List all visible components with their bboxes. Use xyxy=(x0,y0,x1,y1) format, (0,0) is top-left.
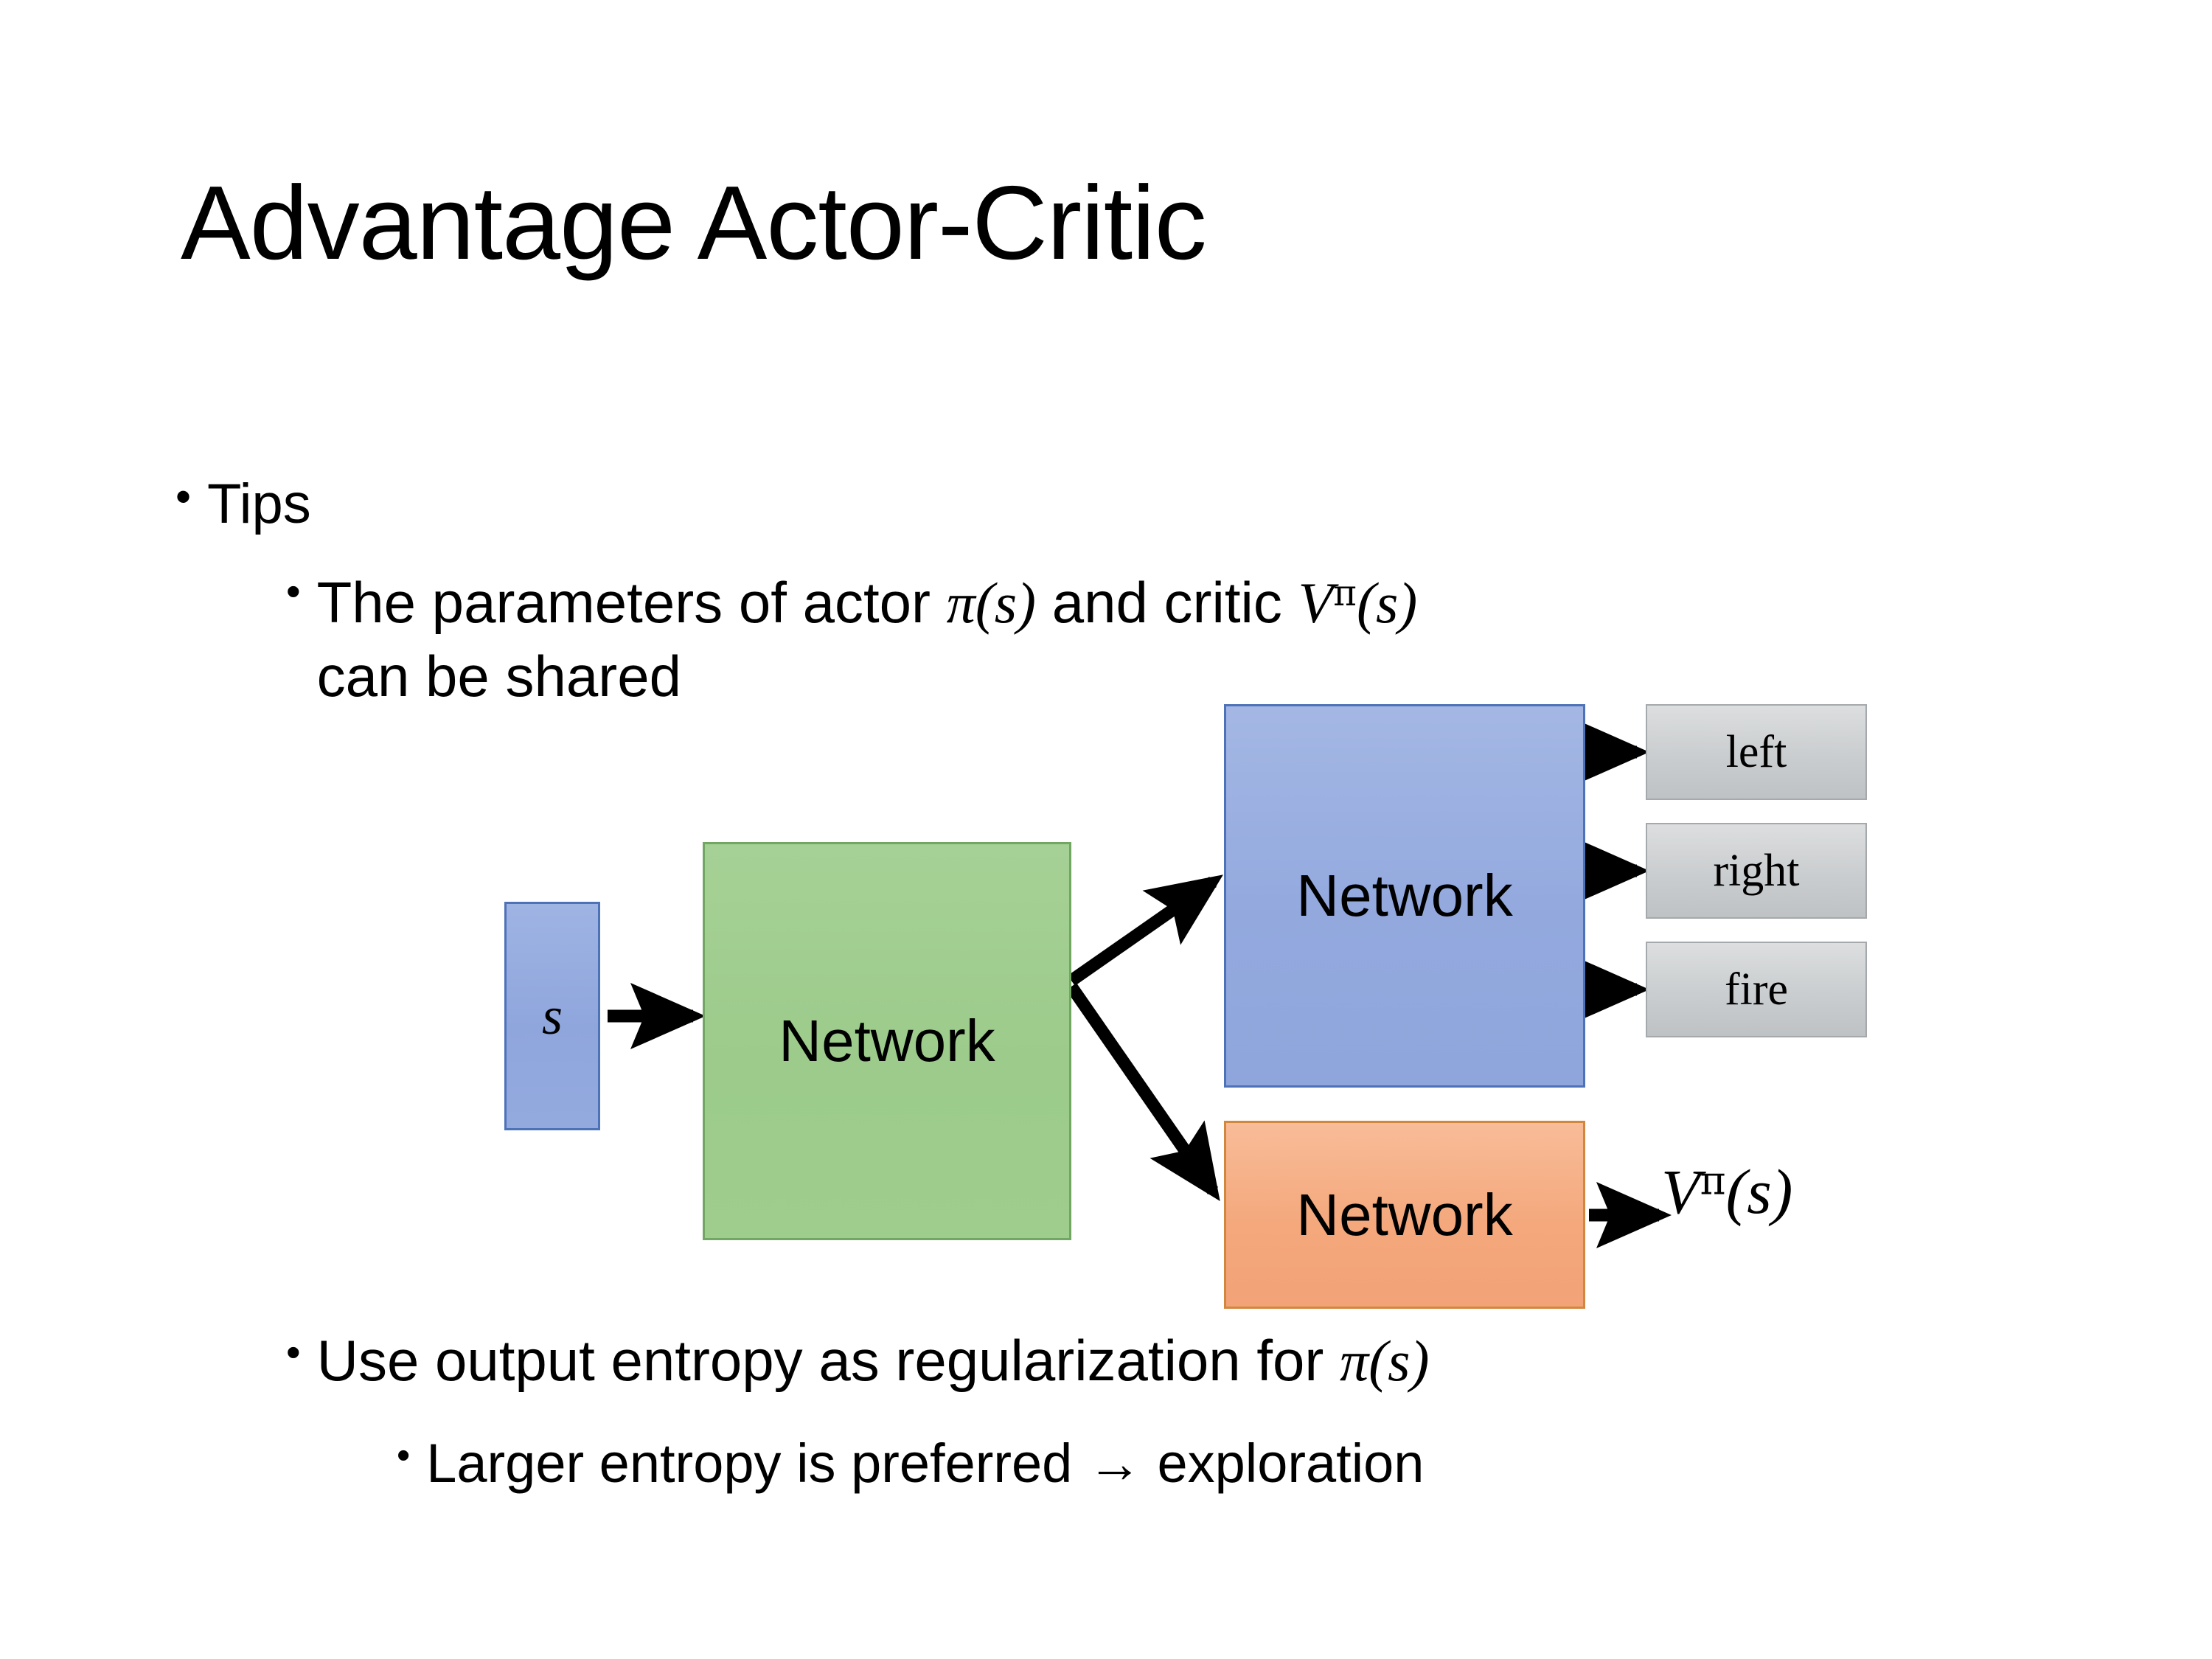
math-critic-argument: (s) xyxy=(1356,571,1418,635)
page-title: Advantage Actor-Critic xyxy=(181,164,1207,282)
math-critic-base: V xyxy=(1298,571,1334,635)
action-output-left: left xyxy=(1646,704,1867,800)
bullet-larger-entropy-label: Larger entropy is preferred → exploratio… xyxy=(426,1433,1425,1494)
arrow-shared-to-actor xyxy=(1068,874,1223,986)
math-critic-superscript: π xyxy=(1333,572,1357,614)
critic-network-label: Network xyxy=(1296,1181,1513,1248)
bullet-larger-entropy: • Larger entropy is preferred → explorat… xyxy=(397,1432,2093,1495)
bullet-shared-parameters: • The parameters of actor π(s) and criti… xyxy=(286,566,1982,714)
critic-output-argument: (s) xyxy=(1725,1156,1793,1227)
bullet-entropy-regularization: • Use output entropy as regularization f… xyxy=(286,1327,2056,1394)
actor-network-label: Network xyxy=(1296,863,1513,928)
bullet-marker-icon: • xyxy=(286,1329,301,1375)
math-critic-v-pi-s: Vπ(s) xyxy=(1298,571,1418,635)
action-output-fire: fire xyxy=(1646,942,1867,1037)
math-actor-pi-s: π(s) xyxy=(1340,1329,1430,1393)
bullet-tips: • Tips xyxy=(175,472,311,536)
actor-network-box: Network xyxy=(1224,704,1585,1088)
shared-network-box: Network xyxy=(703,842,1071,1240)
bullet-marker-icon: • xyxy=(175,472,192,521)
state-input-label: s xyxy=(541,986,563,1046)
bullet-marker-icon: • xyxy=(397,1434,411,1477)
params-text-before: The parameters of actor xyxy=(316,570,947,635)
shared-network-label: Network xyxy=(779,1008,995,1074)
entropy-text-before: Use output entropy as regularization for xyxy=(316,1328,1340,1393)
bullet-entropy-text: Use output entropy as regularization for… xyxy=(317,1327,2056,1394)
critic-output-value-label: Vπ(s) xyxy=(1661,1155,1792,1228)
action-output-right: right xyxy=(1646,823,1867,919)
critic-output-superscript: π xyxy=(1700,1158,1726,1204)
math-actor-pi-s: π(s) xyxy=(946,571,1037,635)
action-label-fire: fire xyxy=(1724,964,1789,1015)
arrow-shared-to-critic xyxy=(1066,983,1220,1201)
action-label-left: left xyxy=(1725,726,1787,777)
state-input-box: s xyxy=(504,902,600,1130)
action-label-right: right xyxy=(1713,845,1800,896)
bullet-marker-icon: • xyxy=(286,568,301,614)
critic-network-box: Network xyxy=(1224,1121,1585,1309)
params-text-middle: and critic xyxy=(1036,570,1298,635)
params-text-line2: can be shared xyxy=(316,643,681,709)
bullet-tips-label: Tips xyxy=(207,473,311,535)
bullet-shared-parameters-text: The parameters of actor π(s) and critic … xyxy=(317,566,1982,714)
critic-output-base: V xyxy=(1661,1156,1700,1227)
